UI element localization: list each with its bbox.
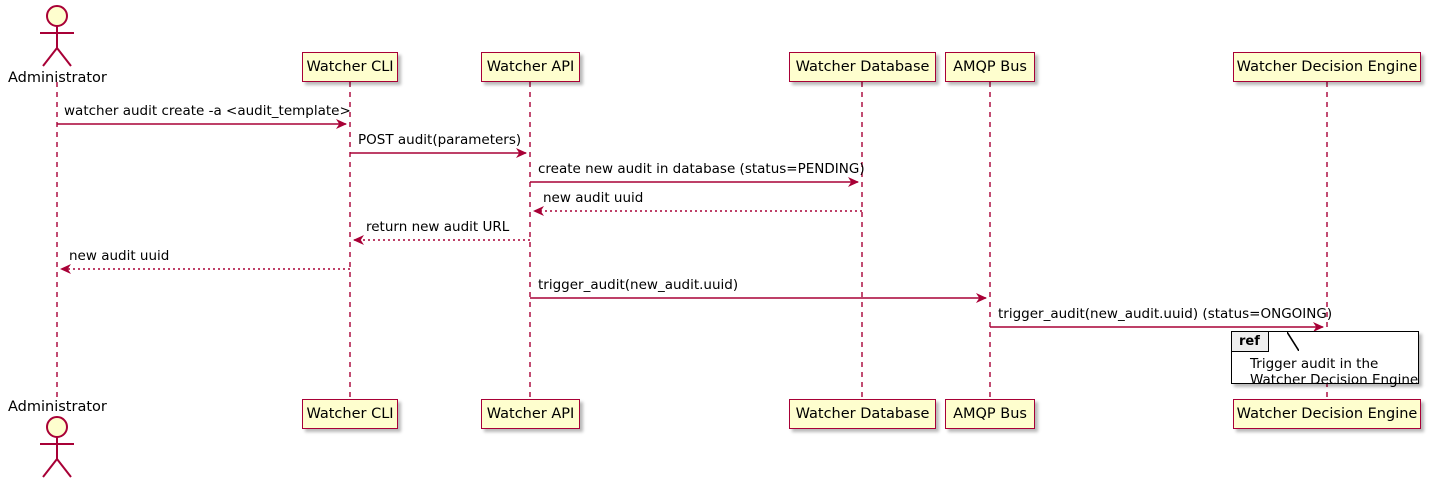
actor-label-administrator-bottom: Administrator [8,399,107,415]
actor-glyph-administrator-bottom [40,416,74,478]
message-label-8: trigger_audit(new_audit.uuid) (status=ON… [998,306,1333,322]
lifelines [56,82,1328,399]
ref-fragment-line-1: Trigger audit in the [1250,356,1379,372]
ref-fragment-body: Trigger audit in the Watcher Decision En… [1250,356,1418,388]
message-arrows [57,119,1324,332]
participant-label-watcher-decision-engine-bottom: Watcher Decision Engine [1236,405,1418,422]
message-label-3: create new audit in database (status=PEN… [538,161,865,177]
participant-label-watcher-api-bottom: Watcher API [486,405,575,422]
message-label-7: trigger_audit(new_audit.uuid) [538,277,739,293]
ref-fragment-tab: ref [1232,332,1269,352]
participant-box-watcher-cli-bottom[interactable]: Watcher CLI [302,399,398,429]
participant-box-watcher-api-bottom[interactable]: Watcher API [481,399,580,429]
actor-label-administrator-top: Administrator [8,70,107,86]
ref-fragment-line-2: Watcher Decision Engine [1250,372,1419,388]
participant-box-amqp-bus-bottom[interactable]: AMQP Bus [945,399,1035,429]
message-label-4: new audit uuid [543,190,644,206]
participant-label-watcher-decision-engine: Watcher Decision Engine [1236,58,1418,75]
message-label-1: watcher audit create -a <audit_template> [64,103,351,119]
ref-fragment-tab-label: ref [1239,334,1260,349]
participant-box-watcher-decision-engine-bottom[interactable]: Watcher Decision Engine [1233,399,1421,429]
participant-box-watcher-database-top[interactable]: Watcher Database [789,52,936,82]
actor-glyph-administrator-top [40,5,74,67]
message-label-5: return new audit URL [366,219,510,235]
participant-label-watcher-cli: Watcher CLI [306,58,394,75]
participant-label-watcher-api: Watcher API [486,58,575,75]
ref-fragment-trigger-audit[interactable]: ref Trigger audit in the Watcher Decisio… [1231,331,1419,388]
participant-box-watcher-decision-engine-top[interactable]: Watcher Decision Engine [1233,52,1421,82]
participant-label-amqp-bus-bottom: AMQP Bus [953,405,1027,422]
participant-box-watcher-database-bottom[interactable]: Watcher Database [789,399,936,429]
message-label-2: POST audit(parameters) [358,132,522,148]
participant-box-amqp-bus-top[interactable]: AMQP Bus [945,52,1035,82]
participant-label-watcher-database-bottom: Watcher Database [795,405,930,422]
participant-label-amqp-bus: AMQP Bus [953,58,1027,75]
participant-box-watcher-cli-top[interactable]: Watcher CLI [302,52,398,82]
participant-box-watcher-api-top[interactable]: Watcher API [481,52,580,82]
ref-fragment-tab-notch-icon [1287,332,1299,351]
participant-label-watcher-cli-bottom: Watcher CLI [306,405,394,422]
participant-label-watcher-database: Watcher Database [795,58,930,75]
message-label-6: new audit uuid [69,248,170,264]
